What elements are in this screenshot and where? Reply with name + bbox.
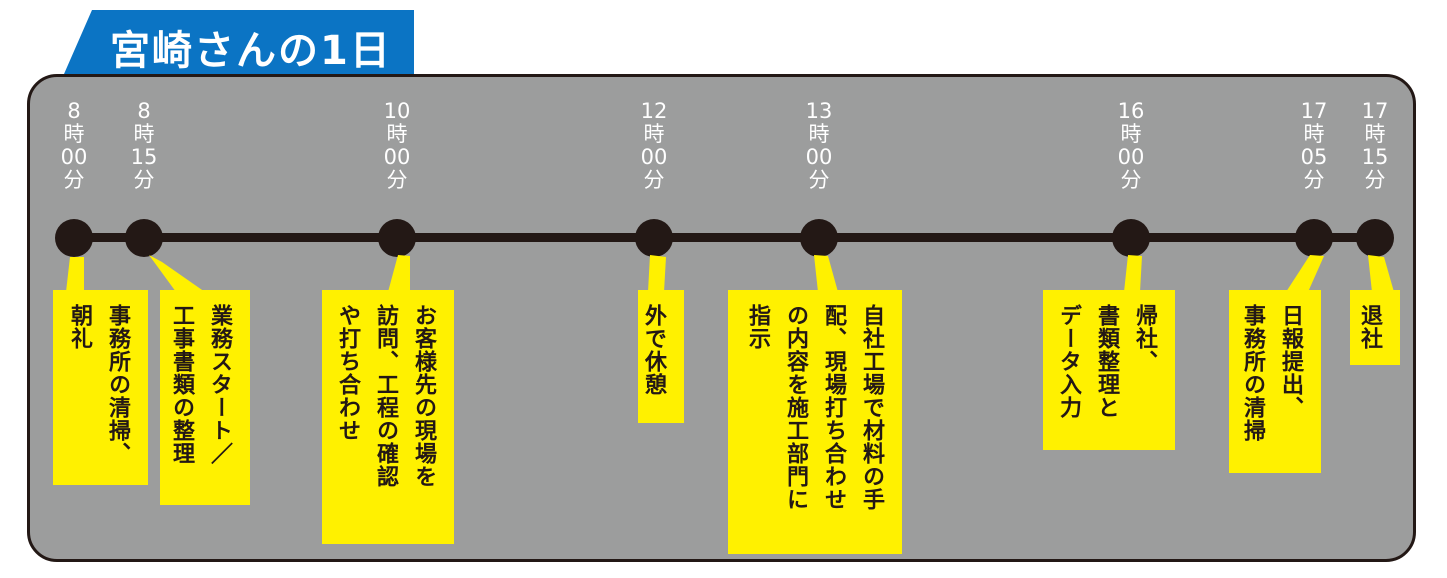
timeline-dot [1112, 219, 1150, 257]
timeline-line [72, 233, 1378, 242]
note-5: 帰社、 書類整理と データ入力 [1043, 290, 1175, 450]
timeline-dot [1356, 219, 1394, 257]
timeline-dot [378, 219, 416, 257]
timeline-panel [27, 74, 1416, 562]
note-3: 外で休憩 [638, 290, 684, 423]
note-4: 自社工場で材料の手 配、現場打ち合わせ の内容を施工部門に 指示 [728, 290, 902, 554]
note-7: 退社 [1350, 290, 1400, 365]
timeline-dot [125, 219, 163, 257]
note-1: 業務スタート／ 工事書類の整理 [160, 290, 250, 505]
note-6: 日報提出、 事務所の清掃 [1229, 290, 1321, 473]
page-title: 宮崎さんの1日 [110, 28, 392, 74]
title-tab: 宮崎さんの1日 [64, 10, 414, 74]
timeline-dot [55, 219, 93, 257]
timeline-dot [635, 219, 673, 257]
note-2: お客様先の現場を 訪問、工程の確認 や打ち合わせ [322, 290, 454, 544]
timeline-dot [1295, 219, 1333, 257]
timeline-dot [800, 219, 838, 257]
note-0: 事務所の清掃、 朝礼 [53, 290, 148, 485]
